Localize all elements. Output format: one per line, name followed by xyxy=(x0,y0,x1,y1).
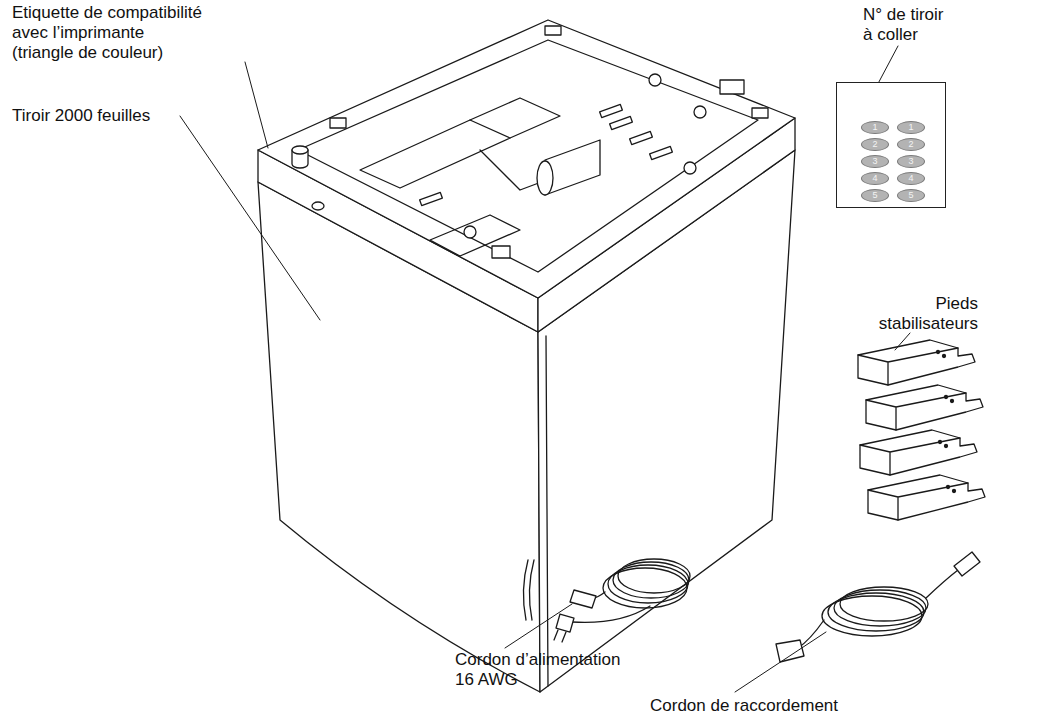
drawer-handle xyxy=(529,560,534,620)
leader-line xyxy=(505,604,572,648)
slot xyxy=(630,131,653,144)
corner-post xyxy=(492,246,510,258)
leader-line xyxy=(895,333,910,350)
drawer-number: 2 xyxy=(898,139,924,150)
drawer-number: 3 xyxy=(862,156,888,167)
number-sticker: 4 xyxy=(897,172,925,185)
drawer-number: 1 xyxy=(898,122,924,133)
drawer-number: 2 xyxy=(862,139,888,150)
feed-roller xyxy=(545,140,600,195)
slot xyxy=(420,192,443,205)
drawer-front-face xyxy=(258,182,540,692)
drawer-handle xyxy=(523,560,528,620)
drawer-number: 1 xyxy=(862,122,888,133)
number-sticker: 2 xyxy=(897,138,925,151)
connection-cord xyxy=(776,552,980,662)
drawer-number: 4 xyxy=(862,173,888,184)
number-sticker: 1 xyxy=(861,121,889,134)
tray-rim xyxy=(298,40,758,272)
corner-post xyxy=(752,108,768,118)
paper-drawer xyxy=(258,20,795,692)
guide-pin xyxy=(292,146,308,154)
leader-line xyxy=(735,632,826,692)
number-sticker: 5 xyxy=(897,189,925,202)
leader-lines xyxy=(180,46,910,692)
stabilizer-feet xyxy=(858,340,985,520)
number-sticker: 2 xyxy=(861,138,889,151)
number-sticker: 4 xyxy=(861,172,889,185)
corner-post xyxy=(545,26,561,35)
stabilizer-foot xyxy=(860,430,977,475)
number-sheet: N° de tiroir à coller1122334455 xyxy=(836,82,946,208)
top-face xyxy=(258,20,795,298)
spacer xyxy=(262,340,540,480)
stabilizer-foot xyxy=(866,385,983,430)
part-label: Tiroir 2000 feuilles xyxy=(12,106,212,126)
corner-post xyxy=(330,118,346,128)
number-sticker: 3 xyxy=(897,155,925,168)
drawer-number: 3 xyxy=(898,156,924,167)
drawer-seam xyxy=(546,336,548,686)
part-label: Pieds stabilisateurs xyxy=(868,294,978,334)
knob xyxy=(684,162,696,174)
number-sticker: 1 xyxy=(897,121,925,134)
knob xyxy=(464,226,476,238)
slot xyxy=(610,116,633,129)
knob xyxy=(694,106,706,118)
lock-button xyxy=(312,202,324,210)
part-label: Cordon de raccordement xyxy=(650,696,870,716)
part-label: Cordon d’alimentation 16 AWG xyxy=(455,650,630,690)
sheet-heading: N° de tiroir à coller xyxy=(863,5,951,45)
number-sticker: 3 xyxy=(861,155,889,168)
stabilizer-foot xyxy=(868,475,985,520)
knob xyxy=(649,74,661,86)
leader-line xyxy=(245,62,268,148)
slot xyxy=(600,104,623,117)
stabilizer-foot xyxy=(858,340,975,385)
slot xyxy=(650,146,673,159)
part-label: Etiquette de compatibilité avec l’imprim… xyxy=(12,3,202,63)
switch-block xyxy=(720,80,744,94)
tray-plate xyxy=(470,98,560,138)
tray-plate xyxy=(430,215,520,256)
tray-plate xyxy=(360,120,510,188)
drawer-number: 5 xyxy=(898,190,924,201)
leader-line xyxy=(180,116,320,320)
power-cord xyxy=(554,559,690,642)
feed-roller xyxy=(537,161,553,195)
number-sticker: 5 xyxy=(861,189,889,202)
drawer-number: 4 xyxy=(898,173,924,184)
drawer-number: 5 xyxy=(862,190,888,201)
